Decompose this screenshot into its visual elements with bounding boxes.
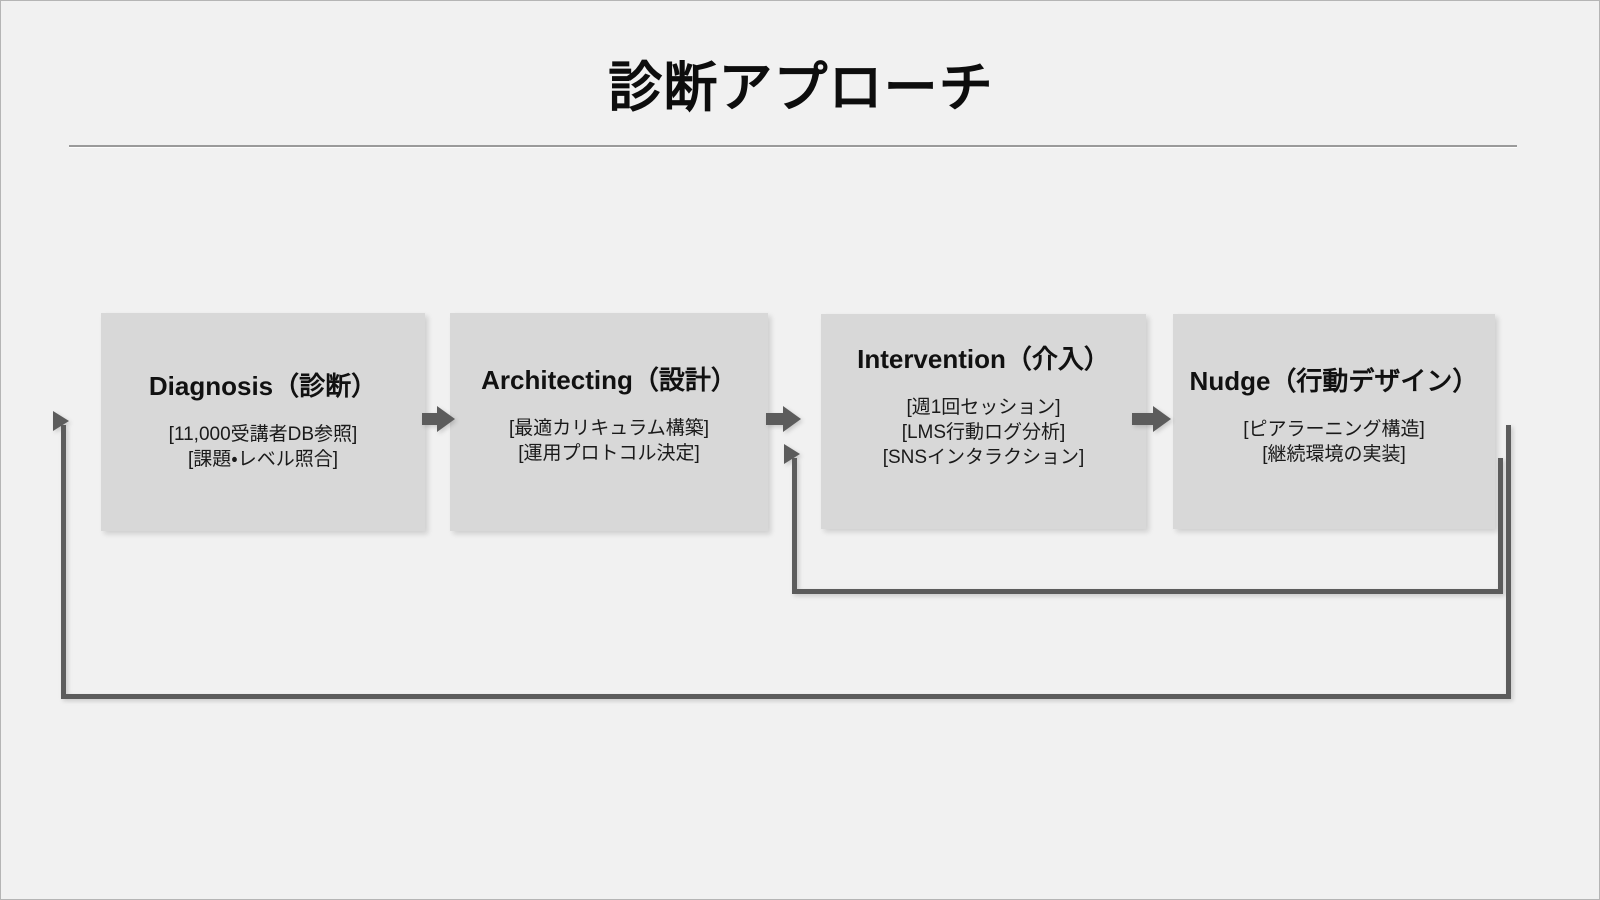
process-box-title: Architecting（設計） <box>481 365 737 395</box>
arrow-right-icon <box>53 411 69 431</box>
process-box-detail-line: [11,000受講者DB参照] <box>168 424 358 446</box>
feedback-loop-nudge-to-intervention <box>784 444 1503 594</box>
process-box-detail-line: [最適カリキュラム構築] <box>509 418 709 440</box>
process-box-detail-line: [LMS行動ログ分析] <box>901 422 1066 444</box>
arrow-right-icon <box>784 444 800 464</box>
arrow-right-icon-diagnosis-to-architecting <box>422 406 455 432</box>
title-divider <box>69 145 1517 147</box>
process-box-detail-list: [11,000受講者DB参照] [課題・レベル照合] <box>169 422 358 472</box>
process-box-detail-line: [課題・レベル照合] <box>187 449 339 471</box>
process-box-diagnosis[interactable]: Diagnosis（診断） [11,000受講者DB参照] [課題・レベル照合] <box>101 313 425 531</box>
page-title: 診断アプローチ <box>608 58 994 118</box>
process-box-detail-line: [継続環境の実装] <box>1262 444 1406 466</box>
process-box-detail-list: [ピアラーニング構造] [継続環境の実装] <box>1243 417 1425 467</box>
process-box-detail-list: [最適カリキュラム構築] [運用プロトコル決定] <box>509 416 709 466</box>
process-box-detail-list: [週1回セッション] [LMS行動ログ分析] [SNSインタラクション] <box>883 395 1085 470</box>
process-box-detail-line: [週1回セッション] <box>906 397 1061 419</box>
process-box-detail-line: [運用プロトコル決定] <box>518 443 700 465</box>
feedback-loop-nudge-to-diagnosis <box>53 411 1511 699</box>
arrow-right-icon-architecting-to-intervention <box>766 406 801 432</box>
process-box-title: Diagnosis（診断） <box>148 371 378 401</box>
process-box-detail-line: [SNSインタラクション] <box>882 447 1085 469</box>
process-box-nudge[interactable]: Nudge（行動デザイン） [ピアラーニング構造] [継続環境の実装] <box>1173 314 1495 529</box>
process-box-title: Nudge（行動デザイン） <box>1189 366 1479 396</box>
process-box-title: Intervention（介入） <box>857 344 1110 374</box>
arrow-right-icon-intervention-to-nudge <box>1132 406 1171 432</box>
process-box-architecting[interactable]: Architecting（設計） [最適カリキュラム構築] [運用プロトコル決定… <box>450 313 768 531</box>
process-box-detail-line: [ピアラーニング構造] <box>1243 419 1425 441</box>
process-box-intervention[interactable]: Intervention（介入） [週1回セッション] [LMS行動ログ分析] … <box>821 314 1146 529</box>
